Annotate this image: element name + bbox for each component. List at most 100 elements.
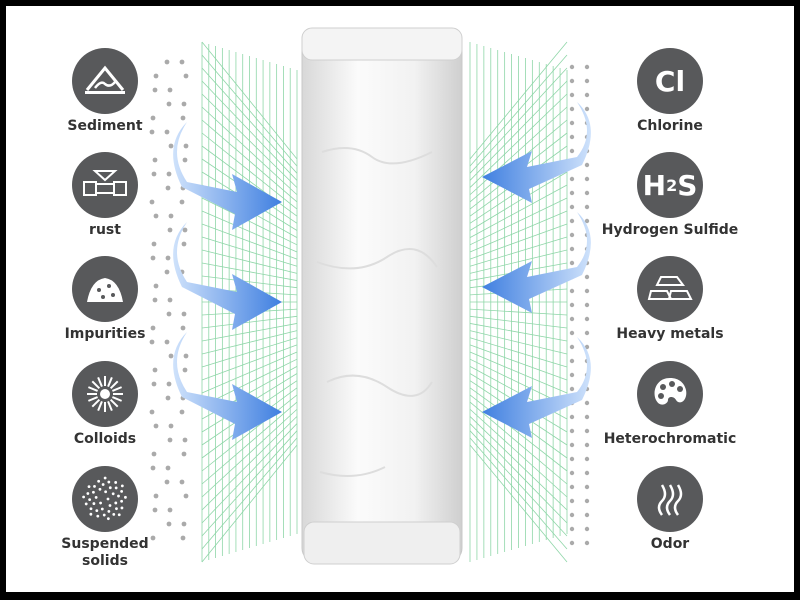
particle-dot (584, 190, 590, 196)
particle-dot (152, 507, 158, 513)
particle-dot (149, 199, 155, 205)
colloid-icon (72, 361, 138, 427)
particle-dot (584, 64, 590, 70)
particle-dot (569, 372, 575, 378)
particle-dot (584, 302, 590, 308)
particle-dot (569, 232, 575, 238)
flow-arrow-left (482, 212, 591, 313)
contaminant-label: Heavy metals (616, 326, 724, 342)
contaminant-label: Sediment (67, 118, 143, 134)
particle-dot (569, 344, 575, 350)
particle-dot (164, 59, 170, 65)
filter-illustration (149, 27, 591, 565)
particle-dot (181, 101, 187, 107)
particle-dot (569, 106, 575, 112)
particle-dot (584, 274, 590, 280)
particle-dot (584, 442, 590, 448)
particle-dot (151, 451, 157, 457)
particle-dot (584, 414, 590, 420)
particle-dot (152, 87, 158, 93)
particle-dot (180, 535, 186, 541)
particle-dot (569, 456, 575, 462)
chemical-symbol: H (642, 168, 667, 202)
contaminant-heterochromatic: Heterochromatic (585, 361, 755, 448)
particle-dot (181, 241, 187, 247)
particle-dot (569, 176, 575, 182)
particle-dot (152, 157, 158, 163)
particle-dot (569, 288, 575, 294)
particle-dot (569, 540, 575, 546)
contaminant-label: rust (89, 222, 121, 238)
contaminant-impurities: Impurities (20, 256, 190, 343)
particle-dot (569, 358, 575, 364)
particle-dot (150, 535, 156, 541)
contaminant-label: Hydrogen Sulfide (601, 222, 739, 238)
particle-dot (569, 246, 575, 252)
particle-dot (181, 451, 187, 457)
particle-dot (150, 465, 156, 471)
particle-dot (569, 302, 575, 308)
particle-dot (584, 512, 590, 518)
particle-dot (164, 129, 170, 135)
contaminant-label: Suspended solids (61, 536, 149, 569)
particle-dot (168, 353, 174, 359)
particle-dot (569, 204, 575, 210)
particle-dot (569, 484, 575, 490)
odor-icon (637, 466, 703, 532)
particle-dot (151, 241, 157, 247)
particle-dot (181, 521, 187, 527)
chlorine-icon: Cl (637, 48, 703, 114)
particle-dot (569, 526, 575, 532)
particle-dot (167, 87, 173, 93)
particle-dot (180, 115, 186, 121)
chemical-subscript: 2 (666, 175, 678, 195)
particle-dot (181, 311, 187, 317)
particle-dot (584, 428, 590, 434)
flow-arrow-left (482, 337, 591, 438)
particle-dot (584, 330, 590, 336)
particle-dot (569, 470, 575, 476)
valve-pipe-icon (72, 152, 138, 218)
particle-dot (165, 185, 171, 191)
particle-dot (164, 339, 170, 345)
particle-dot (164, 479, 170, 485)
particle-dot (150, 255, 156, 261)
particle-dot (569, 442, 575, 448)
particle-dot (152, 297, 158, 303)
flow-arrow-right (173, 222, 282, 330)
particle-dot (569, 120, 575, 126)
pile-icon (72, 256, 138, 322)
particle-dot (569, 428, 575, 434)
particle-dot (584, 456, 590, 462)
particle-dot (183, 493, 189, 499)
particle-dot (584, 470, 590, 476)
flow-arrows (173, 102, 591, 440)
particle-dot (151, 171, 157, 177)
particle-dot (182, 367, 188, 373)
particle-dot (165, 255, 171, 261)
chemical-symbol: S (677, 168, 698, 202)
particle-dot (153, 493, 159, 499)
particle-dot (166, 521, 172, 527)
particle-dot (569, 190, 575, 196)
contaminant-heavy-metals: Heavy metals (585, 256, 755, 343)
contaminant-rust: rust (20, 152, 190, 239)
particle-dot (569, 134, 575, 140)
contaminant-odor: Odor (585, 466, 755, 553)
particle-dot (153, 213, 159, 219)
particle-dot (584, 526, 590, 532)
particle-dot (584, 78, 590, 84)
particle-dot (569, 218, 575, 224)
particle-dot (182, 157, 188, 163)
contaminant-sediment: Sediment (20, 48, 190, 135)
particle-dot (149, 339, 155, 345)
particle-dot (166, 101, 172, 107)
particle-dot (569, 414, 575, 420)
particle-dot (569, 386, 575, 392)
particle-dot (180, 325, 186, 331)
contaminant-label: Odor (650, 536, 690, 552)
particle-dot (166, 381, 172, 387)
contaminant-suspended-solids: Suspended solids (20, 466, 190, 570)
